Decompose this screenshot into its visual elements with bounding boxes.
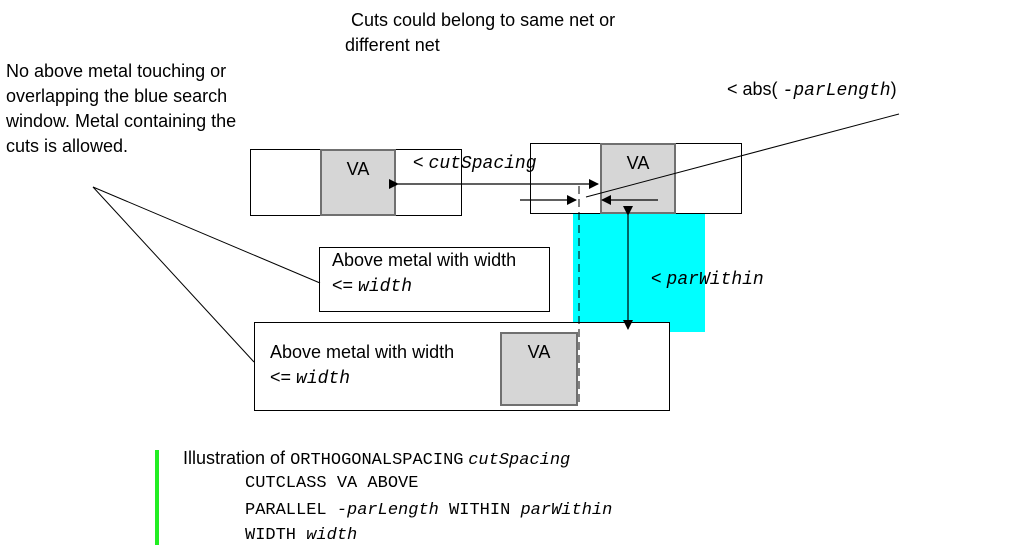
caption-line-2: CUTCLASS VA ABOVE <box>245 474 419 493</box>
above-metal-1-line2: <= width <box>332 275 413 297</box>
cut-label: VA <box>527 342 551 362</box>
callout-line-2 <box>92 186 255 363</box>
caption-bar <box>155 450 159 545</box>
note-left-line2: overlapping the blue search <box>6 86 228 106</box>
above-metal-2-line1: Above metal with width <box>270 342 455 362</box>
above-metal-1-line1: Above metal with width <box>332 250 517 270</box>
note-left-line4: cuts is allowed. <box>6 136 129 156</box>
right-cut: VA <box>600 143 676 214</box>
caption-line-1: Illustration of ORTHOGONALSPACING cutSpa… <box>183 448 571 470</box>
par-within-label: < parWithin <box>651 268 764 290</box>
bottom-cut: VA <box>500 332 578 406</box>
note-top-line1: Cuts could belong to same net or <box>351 10 616 30</box>
cut-spacing-label: < cutSpacing <box>413 152 537 174</box>
caption-line-4: WIDTH width <box>245 526 358 545</box>
note-left-line3: window. Metal containing the <box>6 111 237 131</box>
search-window <box>573 214 705 332</box>
caption-line-3: PARALLEL -parLength WITHIN parWithin <box>245 501 613 520</box>
callout-line-1 <box>92 186 321 284</box>
cut-label: VA <box>346 159 370 179</box>
cut-label: VA <box>626 153 650 173</box>
note-left-line1: No above metal touching or <box>6 61 227 81</box>
par-length-label: < abs( -parLength) <box>727 79 897 101</box>
left-cut: VA <box>320 149 396 216</box>
par-length-leader <box>585 113 900 198</box>
above-metal-box-2 <box>254 322 670 411</box>
note-top-line2: different net <box>345 35 440 55</box>
above-metal-2-line2: <= width <box>270 367 351 389</box>
above-metal-box-1 <box>319 247 550 312</box>
